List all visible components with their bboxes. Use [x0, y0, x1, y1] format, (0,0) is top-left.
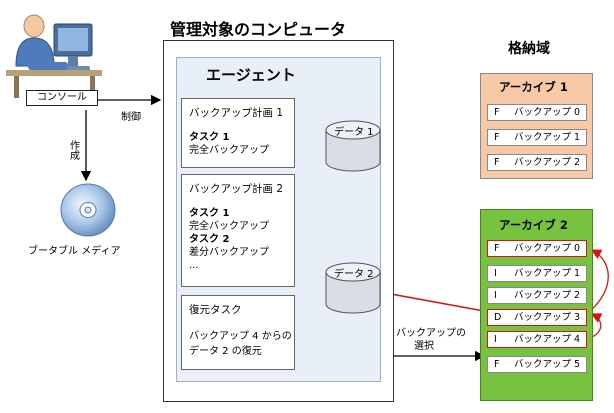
console-user-icon [6, 14, 102, 98]
backup-plan-2-more: ... [189, 260, 199, 271]
backup-type: F [494, 132, 500, 143]
backup-plan-2-full: 完全バックアップ [189, 221, 269, 232]
backup-name: バックアップ 1 [514, 132, 581, 143]
restore-task-line1: バックアップ 4 からの [189, 331, 292, 342]
archive-1-backup-0[interactable]: F バックアップ 0 [487, 104, 587, 121]
backup-type: F [494, 243, 500, 254]
archive-2-backup-5[interactable]: F バックアップ 5 [487, 356, 587, 373]
restore-task-line2: データ 2 の復元 [189, 346, 262, 357]
backup-type: I [494, 290, 497, 301]
backup-plan-1-full: 完全バックアップ [189, 145, 269, 156]
archive-2-backup-2[interactable]: I バックアップ 2 [487, 287, 587, 304]
archive-2-backup-0[interactable]: F バックアップ 0 [487, 240, 587, 257]
backup-name: バックアップ 0 [514, 243, 581, 254]
backup-type: F [494, 157, 500, 168]
agent-title: エージェント [206, 66, 296, 84]
restore-task-title: 復元タスク [189, 304, 242, 316]
create-label: 作成 [67, 140, 79, 160]
backup-name: バックアップ 2 [514, 157, 581, 168]
backup-name: バックアップ 4 [514, 334, 581, 345]
backup-type: D [494, 312, 502, 323]
backup-plan-1-task: タスク 1 [189, 132, 230, 143]
data-2-disk-icon [325, 262, 381, 314]
backup-selection-label-1: バックアップの [396, 328, 466, 339]
archive-1-backup-2[interactable]: F バックアップ 2 [487, 154, 587, 171]
backup-type: I [494, 334, 497, 345]
backup-name: バックアップ 1 [514, 268, 581, 279]
backup-name: バックアップ 3 [514, 312, 581, 323]
backup-name: バックアップ 0 [514, 107, 581, 118]
backup-type: F [494, 359, 500, 370]
storage-area-title: 格納域 [508, 41, 550, 57]
console-label-text: コンソール [37, 92, 87, 103]
data-1-disk-icon [325, 120, 381, 172]
dependency-arc-4-3 [589, 313, 603, 339]
console-label[interactable]: コンソール [26, 90, 98, 106]
archive-2-backup-1[interactable]: I バックアップ 1 [487, 265, 587, 282]
backup-plan-2[interactable]: バックアップ計画 2 タスク 1 完全バックアップ タスク 2 差分バックアップ… [181, 174, 295, 287]
archive-1-title: アーカイブ 1 [499, 80, 568, 94]
data-2-label: データ 2 [334, 269, 374, 280]
backup-plan-1-title: バックアップ計画 1 [189, 107, 284, 119]
dependency-arc-3-0 [589, 249, 609, 312]
bootable-media-label: ブータブル メディア [28, 246, 121, 257]
backup-name: バックアップ 5 [514, 359, 581, 370]
backup-plan-2-title: バックアップ計画 2 [189, 183, 284, 195]
backup-plan-2-task1: タスク 1 [189, 208, 230, 219]
backup-type: I [494, 268, 497, 279]
archive-2-backup-4[interactable]: I バックアップ 4 [487, 331, 587, 348]
backup-selection-label-2: 選択 [414, 341, 434, 352]
backup-plan-2-diff: 差分バックアップ [189, 247, 269, 258]
control-label: 制御 [121, 112, 141, 123]
archive-2-backup-3[interactable]: D バックアップ 3 [487, 309, 587, 326]
archive-2-title: アーカイブ 2 [499, 218, 568, 232]
cd-disc-icon [60, 183, 116, 237]
backup-name: バックアップ 2 [514, 290, 581, 301]
backup-plan-1[interactable]: バックアップ計画 1 タスク 1 完全バックアップ [181, 98, 295, 168]
restore-task[interactable]: 復元タスク バックアップ 4 からの データ 2 の復元 [181, 295, 295, 370]
backup-plan-2-task2: タスク 2 [189, 234, 230, 245]
archive-1-backup-1[interactable]: F バックアップ 1 [487, 129, 587, 146]
managed-computer-title: 管理対象のコンピュータ [170, 20, 347, 39]
data-1-label: データ 1 [334, 127, 374, 138]
backup-type: F [494, 107, 500, 118]
